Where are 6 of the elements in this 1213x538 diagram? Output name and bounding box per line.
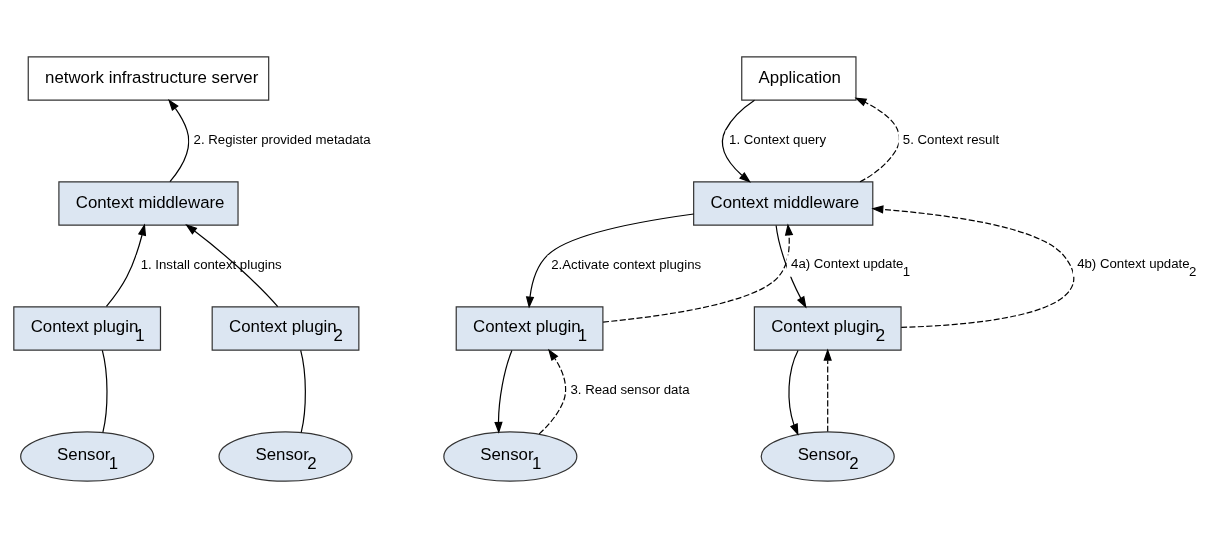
edge-label: 1. Context query: [729, 132, 827, 148]
edge-label: 5. Context result: [902, 132, 1000, 148]
edge-label: 1. Install context plugins: [140, 257, 282, 273]
edge-label: 3. Read sensor data: [570, 382, 690, 398]
edge-label: 2. Register provided metadata: [193, 132, 371, 148]
edge-label: 2.Activate context plugins: [551, 257, 702, 273]
